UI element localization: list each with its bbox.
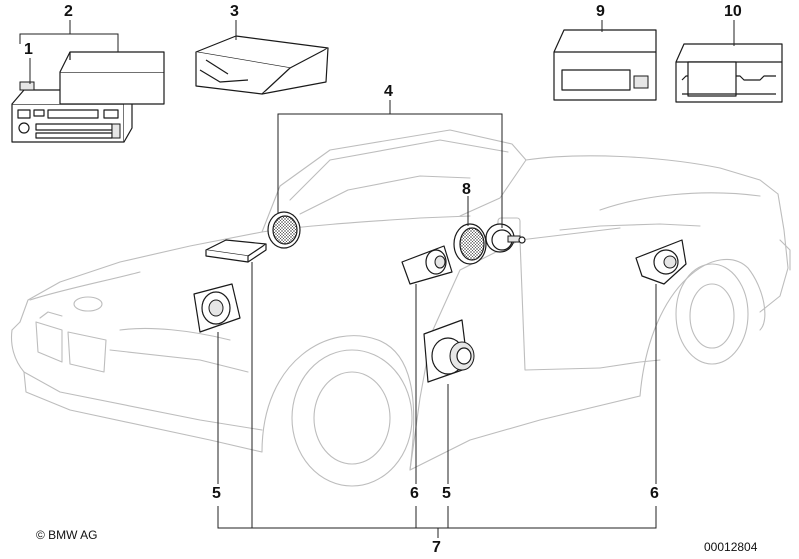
callout-6-right: 6 [650,485,659,502]
callout-1: 1 [24,41,33,58]
speaker-cover-rear [635,239,687,285]
callout-6-middle: 6 [410,485,419,502]
callout-4: 4 [384,83,393,100]
crossover-module [205,239,267,263]
callout-5-left: 5 [212,485,221,502]
callout-5-middle: 5 [442,485,451,502]
leader-lines [19,20,735,538]
receiver-box-9 [553,29,657,101]
callout-10: 10 [724,3,742,20]
car-outline [10,129,791,487]
speaker-front-left [193,283,241,333]
callout-9: 9 [596,3,605,20]
amplifier-box [59,51,165,105]
copyright-text: © BMW AG [36,528,98,542]
tweeter-left [267,211,301,249]
tweeter-right [485,223,526,253]
callout-7: 7 [432,539,441,556]
callout-2: 2 [64,3,73,20]
tweeter-grille-8 [453,223,487,265]
diagram-number: 00012804 [704,540,758,554]
callout-8: 8 [462,181,471,198]
cd-changer-box [195,35,329,95]
callout-3: 3 [230,3,239,20]
speaker-door-lower [423,319,475,383]
cassette-box-10 [675,43,783,103]
speaker-cover-door [401,245,453,285]
